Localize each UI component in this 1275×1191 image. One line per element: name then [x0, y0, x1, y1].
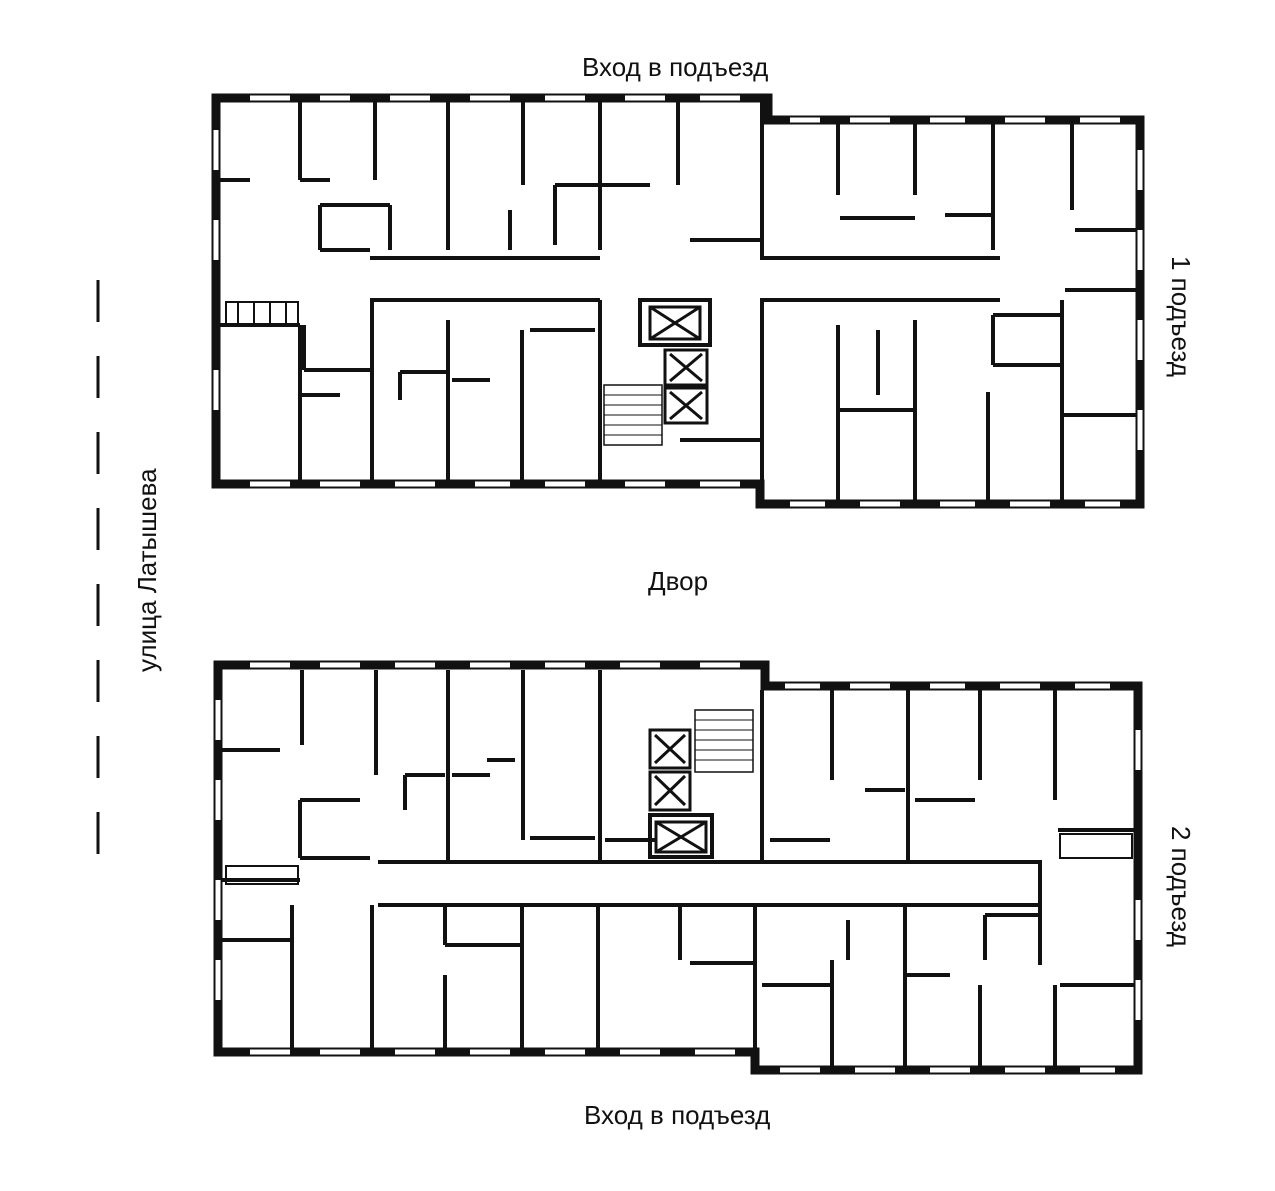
building-1-balcony [225, 301, 299, 327]
entrance-2-label: 2 подъезд [1166, 826, 1196, 947]
building-2-windows [215, 662, 1141, 1073]
entrance-bottom-label: Вход в подъезд [584, 1100, 771, 1130]
building-1-corridor [370, 256, 1000, 302]
building-1-core [603, 298, 712, 446]
building-2-core [648, 709, 754, 859]
street-label: улица Латышева [132, 468, 162, 672]
building-2-outer-wall [213, 660, 1143, 1075]
building-2 [213, 660, 1143, 1075]
entrance-top-label: Вход в подъезд [582, 52, 769, 82]
building-2-balcony [225, 833, 1133, 885]
building-1 [211, 93, 1145, 509]
building-2-interior-walls [222, 670, 1134, 1066]
building-2-corridor [378, 860, 1040, 907]
yard-label: Двор [648, 566, 709, 596]
entrance-1-label: 1 подъезд [1166, 256, 1196, 377]
building-1-interior-walls [220, 102, 1136, 500]
building-1-windows [213, 95, 1143, 507]
